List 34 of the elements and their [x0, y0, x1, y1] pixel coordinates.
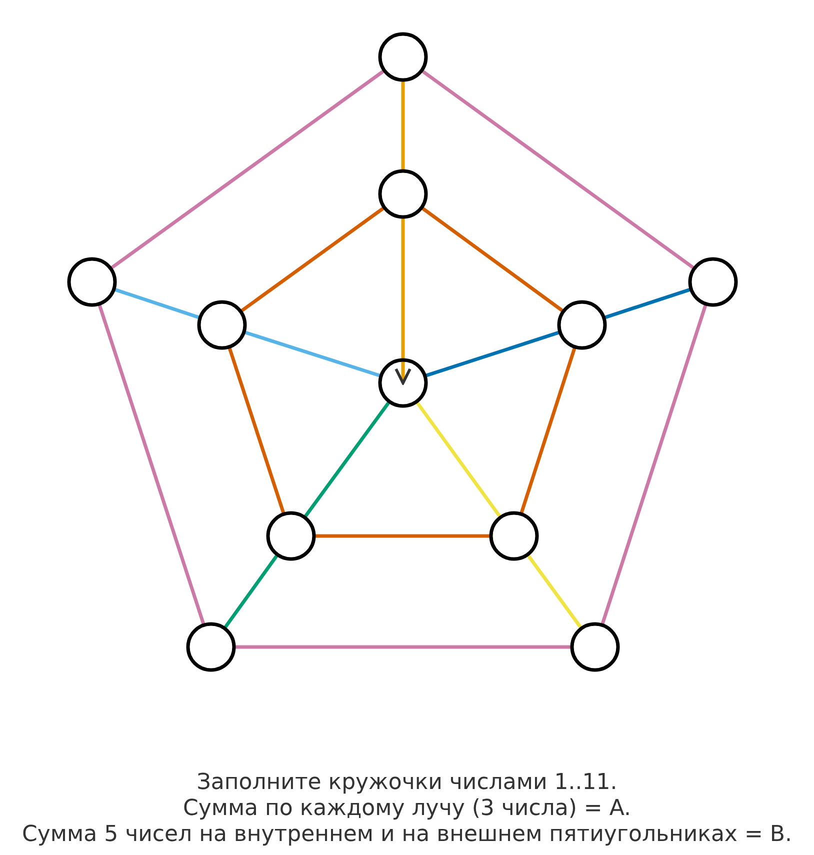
caption-line: Сумма по каждому лучу (3 числа) = A. — [182, 796, 631, 822]
empty-circle — [67, 257, 117, 307]
caption-line: Сумма 5 чисел на внутреннем и на внешнем пятиугольниках = B. — [22, 822, 792, 848]
line — [600, 303, 708, 626]
line — [223, 554, 279, 630]
line — [227, 346, 286, 515]
line — [424, 330, 561, 378]
line — [420, 69, 696, 270]
line — [97, 303, 206, 626]
line — [526, 554, 583, 630]
line — [314, 534, 491, 538]
line — [110, 69, 386, 270]
line — [603, 288, 692, 320]
line — [303, 400, 391, 518]
empty-circle — [557, 300, 607, 350]
empty-circle — [266, 511, 316, 561]
line — [415, 400, 502, 518]
line — [519, 346, 577, 515]
arrow — [394, 217, 412, 384]
line — [401, 80, 405, 171]
line — [243, 330, 382, 378]
line — [113, 288, 201, 320]
empty-circle — [489, 511, 539, 561]
empty-circle — [570, 622, 620, 672]
empty-circle — [197, 300, 247, 350]
line — [420, 206, 564, 313]
empty-circle — [378, 358, 428, 408]
empty-circle — [688, 257, 738, 307]
line — [240, 206, 386, 313]
empty-circle — [378, 32, 428, 82]
line — [234, 645, 572, 649]
empty-circle — [378, 169, 428, 219]
empty-circle — [186, 622, 236, 672]
caption-line: Заполните кружочки числами 1..11. — [196, 770, 618, 796]
